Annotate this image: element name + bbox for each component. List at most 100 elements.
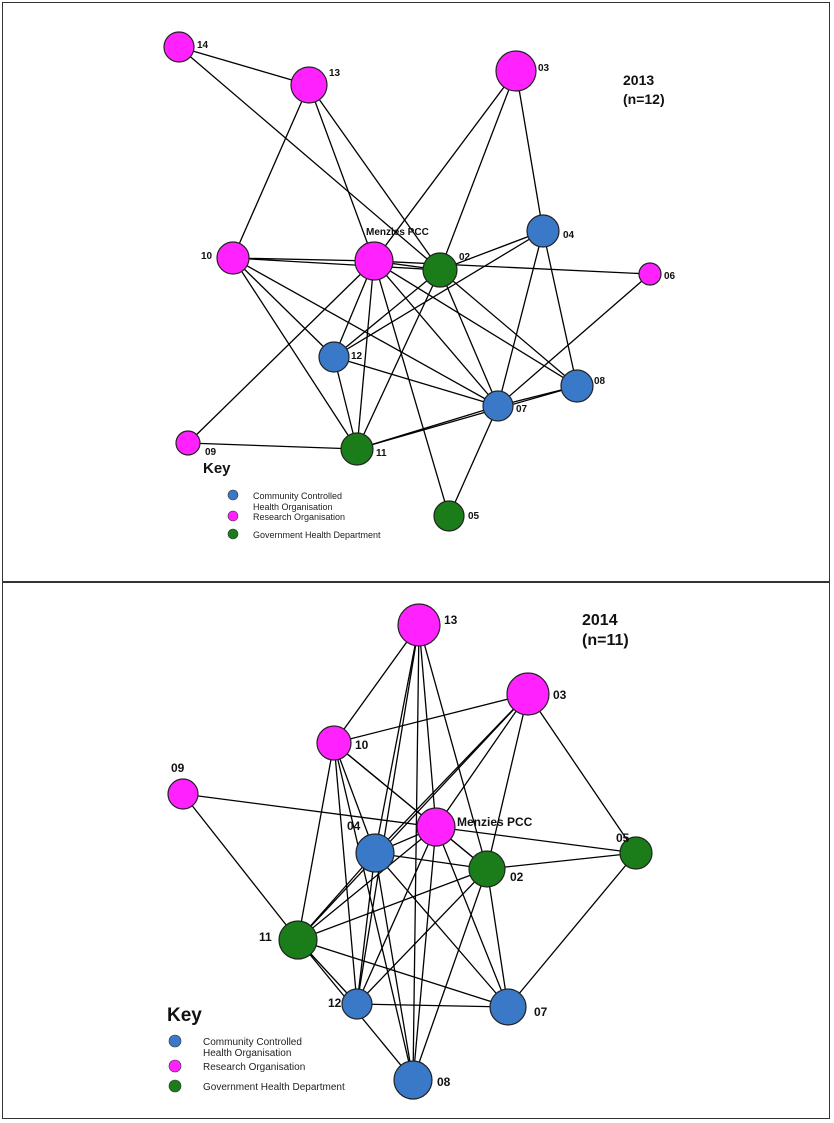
node-02 — [468, 850, 506, 888]
node-03 — [506, 672, 550, 716]
edge-10-12 — [232, 257, 335, 358]
node-07 — [489, 988, 527, 1026]
edge-02-12 — [356, 868, 488, 1005]
node-label-mpcc: Menzies PCC — [457, 815, 533, 829]
edge-14-13 — [178, 46, 310, 86]
edge-03-02 — [486, 693, 529, 870]
edge-12-07 — [356, 1003, 509, 1008]
edge-MPCC-08 — [373, 260, 578, 387]
node-label-09: 09 — [205, 447, 217, 458]
edge-03-02 — [439, 70, 517, 271]
legend-label-research: Research Organisation — [203, 1062, 305, 1073]
legend-label-community: Community Controlled — [253, 491, 342, 501]
node-label-02: 02 — [510, 870, 524, 884]
node-label-09: 09 — [171, 761, 185, 775]
edge-MPCC-11 — [356, 260, 375, 450]
panel-title: 2013 — [623, 72, 654, 88]
edge-08-11 — [356, 385, 578, 450]
node-label-11: 11 — [259, 930, 272, 944]
node-08 — [560, 369, 594, 403]
edge-13-08 — [412, 624, 420, 1081]
edge-02-07 — [486, 868, 509, 1008]
node-14 — [163, 31, 195, 63]
node-05 — [433, 500, 465, 532]
edge-02-05 — [486, 852, 637, 870]
edges — [182, 624, 637, 1081]
panel-subtitle: (n=12) — [623, 91, 665, 107]
node-10 — [216, 241, 250, 275]
node-10 — [316, 725, 352, 761]
edge-MPCC-06 — [373, 260, 651, 275]
node-label-10: 10 — [355, 738, 369, 752]
edges — [178, 46, 651, 517]
edge-02-08 — [439, 269, 578, 387]
edge-MPCC-09 — [187, 260, 375, 444]
edge-02-04 — [439, 230, 544, 271]
edge-MPCC-11 — [297, 826, 437, 941]
edge-03-10 — [333, 693, 529, 744]
edge-02-12 — [333, 269, 441, 358]
edge-02-11 — [297, 868, 488, 941]
node-06 — [638, 262, 662, 286]
edge-10-11 — [232, 257, 358, 450]
node-label-04: 04 — [347, 819, 361, 833]
legend-label-community: Health Organisation — [253, 502, 333, 512]
node-label-13: 13 — [444, 613, 458, 627]
node-label-10: 10 — [201, 251, 213, 262]
edge-09-11 — [182, 793, 299, 941]
edge-03-05 — [527, 693, 637, 854]
node-03 — [495, 50, 537, 92]
panel-subtitle: (n=11) — [582, 632, 629, 649]
edge-13-10 — [232, 84, 310, 259]
legend-label-government: Government Health Department — [253, 530, 381, 540]
panel-title: 2014 — [582, 612, 618, 629]
edge-14-02 — [178, 46, 441, 271]
edge-11-07 — [297, 939, 509, 1008]
node-mpcc — [354, 241, 394, 281]
node-label-05: 05 — [616, 831, 630, 845]
node-12 — [318, 341, 350, 373]
edge-04-12 — [356, 852, 376, 1005]
legend-swatch-community — [168, 1034, 182, 1048]
legend-swatch-community — [227, 489, 239, 501]
edge-MPCC-05 — [435, 826, 637, 854]
node-label-02: 02 — [459, 252, 471, 263]
edge-04-07 — [497, 230, 544, 407]
edge-06-07 — [497, 273, 651, 407]
node-label-06: 06 — [664, 271, 676, 282]
node-label-05: 05 — [468, 511, 480, 522]
edge-09-11 — [187, 442, 358, 450]
node-13 — [397, 603, 441, 647]
node-04 — [355, 833, 395, 873]
legend-swatch-government — [227, 528, 239, 540]
legend-title: Key — [167, 1005, 202, 1026]
edge-03-MPCC — [373, 70, 517, 262]
edge-12-07 — [333, 356, 499, 407]
edge-13-12 — [356, 624, 420, 1005]
edge-10-02 — [232, 257, 441, 271]
node-02 — [422, 252, 458, 288]
edge-MPCC-12 — [356, 826, 437, 1005]
node-label-07: 07 — [534, 1005, 548, 1019]
edge-02-11 — [356, 269, 441, 450]
node-label-07: 07 — [516, 404, 528, 415]
legend-label-community: Community Controlled — [203, 1037, 302, 1048]
edge-13-MPCC — [308, 84, 375, 262]
node-08 — [393, 1060, 433, 1100]
node-label-08: 08 — [437, 1075, 451, 1089]
node-label-14: 14 — [197, 40, 209, 51]
node-label-12: 12 — [328, 996, 342, 1010]
legend-swatch-research — [168, 1059, 182, 1073]
node-07 — [482, 390, 514, 422]
node-09 — [167, 778, 199, 810]
edge-05-07 — [507, 852, 637, 1008]
node-label-03: 03 — [553, 688, 567, 702]
edge-13-02 — [308, 84, 441, 271]
node-13 — [290, 66, 328, 104]
